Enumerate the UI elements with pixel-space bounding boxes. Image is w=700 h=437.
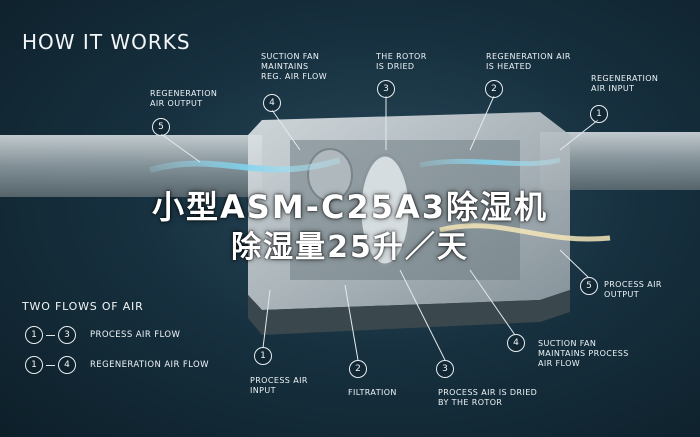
- legend-label: REGENERATION AIR FLOW: [90, 360, 209, 370]
- page-title: HOW IT WORKS: [22, 30, 191, 54]
- callout-label: REGENERATION AIR INPUT: [591, 74, 659, 93]
- legend-row-process: 1 3 PROCESS AIR FLOW: [25, 326, 180, 344]
- callout-label: PROCESS AIR OUTPUT: [604, 280, 662, 299]
- callout-number: 1: [254, 347, 272, 365]
- callout-number: 5: [152, 118, 170, 136]
- product-title-overlay: 小型ASM-C25A3除湿机: [152, 188, 548, 226]
- fan: [307, 148, 353, 202]
- legend-title: TWO FLOWS OF AIR: [22, 300, 144, 313]
- legend-from-number: 1: [25, 326, 43, 344]
- callout-label: REGENERATION AIR OUTPUT: [150, 89, 218, 108]
- machine-base: [248, 290, 570, 335]
- rotor: [358, 153, 412, 267]
- callout-label: PROCESS AIR INPUT: [250, 376, 308, 395]
- callout-label: SUCTION FAN MAINTAINS PROCESS AIR FLOW: [538, 339, 629, 368]
- legend-to-number: 3: [58, 326, 76, 344]
- legend-dash: [46, 364, 55, 366]
- callout-number: 2: [485, 80, 503, 98]
- callout-number: 3: [436, 360, 454, 378]
- legend-from-number: 1: [25, 356, 43, 374]
- legend-dash: [46, 334, 55, 336]
- legend-row-regeneration: 1 4 REGENERATION AIR FLOW: [25, 356, 209, 374]
- legend-to-number: 4: [58, 356, 76, 374]
- callout-number: 4: [263, 94, 281, 112]
- legend-label: PROCESS AIR FLOW: [90, 330, 181, 340]
- callout-number: 4: [507, 334, 525, 352]
- callout-number: 5: [580, 277, 598, 295]
- process-flow: [439, 223, 611, 242]
- callout-label: FILTRATION: [348, 388, 397, 397]
- leader-lines: [160, 95, 599, 361]
- callout-label: THE ROTOR IS DRIED: [376, 52, 427, 71]
- capacity-overlay: 除湿量25升／天: [231, 230, 469, 265]
- callout-number: 1: [590, 105, 608, 123]
- callout-number: 2: [349, 360, 367, 378]
- callout-label: PROCESS AIR IS DRIED BY THE ROTOR: [438, 388, 538, 407]
- callout-label: SUCTION FAN MAINTAINS REG. AIR FLOW: [261, 52, 328, 81]
- regen-flow-left: [149, 157, 341, 173]
- callout-number: 3: [377, 80, 395, 98]
- regen-flow-right: [419, 157, 561, 168]
- callout-label: REGENERATION AIR IS HEATED: [486, 52, 571, 71]
